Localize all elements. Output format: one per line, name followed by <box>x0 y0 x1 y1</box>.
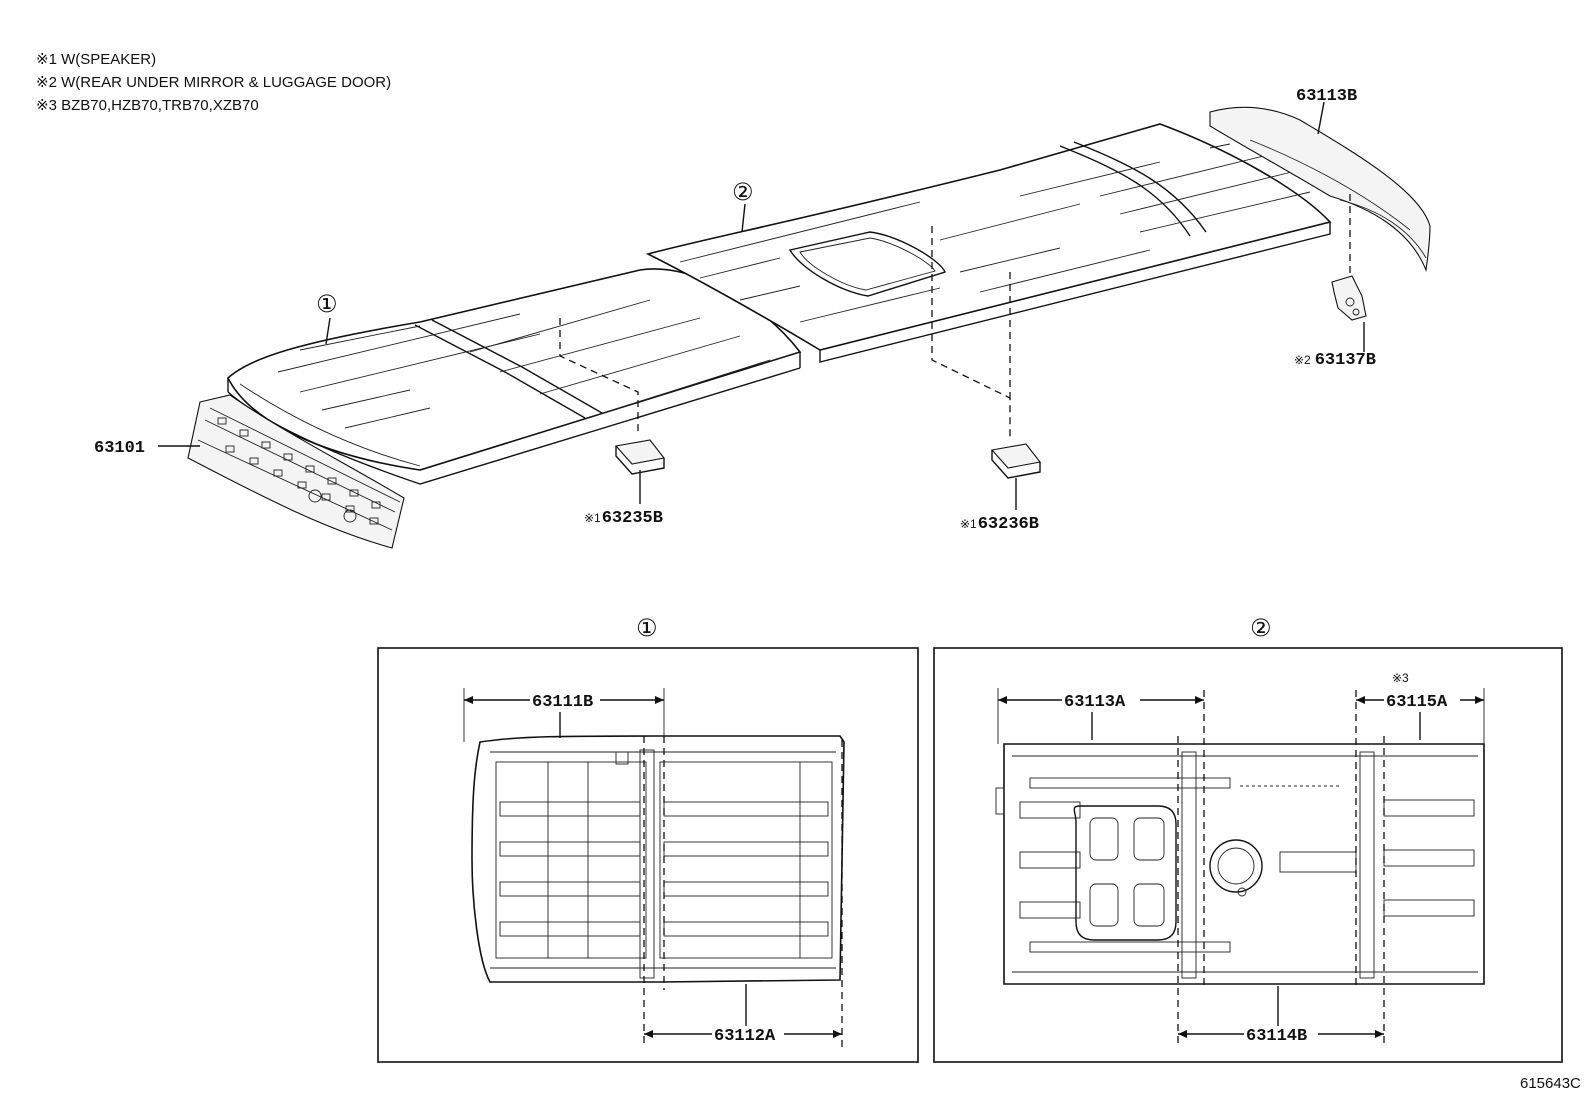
figure-code: 615643C <box>1520 1075 1581 1092</box>
exploded-roof-view <box>158 101 1431 549</box>
ref-mark-63115A: ※3 <box>1392 671 1409 685</box>
detail-2-title: ② <box>1250 614 1272 642</box>
speaker-bracket-63235B <box>614 439 665 475</box>
detail-1: ① 63111B 63112A <box>377 614 919 1063</box>
part-label-63113B: 63113B <box>1296 87 1357 106</box>
detail-2: ② 63113A <box>933 614 1563 1063</box>
ref-mark-63137B: ※2 <box>1294 353 1311 367</box>
part-label-63101: 63101 <box>94 439 145 458</box>
note-2-mark: ※2 <box>36 74 57 91</box>
note-2-text: W(REAR UNDER MIRROR & LUGGAGE DOOR) <box>57 74 391 91</box>
part-label-63112A: 63112A <box>714 1027 776 1046</box>
rear-roof-panel <box>645 123 1332 363</box>
callout-1: ① <box>316 290 338 318</box>
callout-2: ② <box>732 178 754 206</box>
speaker-bracket-63236B <box>990 443 1041 479</box>
note-1-mark: ※1 <box>36 51 57 68</box>
rear-bracket-63137B <box>1331 275 1367 321</box>
svg-text:※2 W(REAR UNDER MIRROR & LUGGA: ※2 W(REAR UNDER MIRROR & LUGGAGE DOOR) <box>36 74 391 91</box>
note-3-text: BZB70,HZB70,TRB70,XZB70 <box>57 97 259 114</box>
part-label-63114B: 63114B <box>1246 1027 1307 1046</box>
part-label-63113A: 63113A <box>1064 693 1126 712</box>
part-label-63111B: 63111B <box>532 693 593 712</box>
detail-1-frame <box>377 647 919 1063</box>
part-label-63236B: 63236B <box>978 515 1039 534</box>
part-label-63115A: 63115A <box>1386 693 1448 712</box>
note-3-mark: ※3 <box>36 97 57 114</box>
ref-mark-63236B: ※1 <box>960 517 977 531</box>
note-1-text: W(SPEAKER) <box>57 51 156 68</box>
notes-block: ※1 W(SPEAKER) ※2 W(REAR UNDER MIRROR & L… <box>36 51 391 114</box>
detail-1-title: ① <box>636 614 658 642</box>
svg-text:※163236B: ※163236B <box>960 515 1039 534</box>
ref-mark-63235B: ※1 <box>584 511 601 525</box>
svg-text:※3 BZB70,HZB70,TRB70,XZB70: ※3 BZB70,HZB70,TRB70,XZB70 <box>36 97 259 114</box>
detail-2-frame <box>933 647 1563 1063</box>
part-label-63235B: 63235B <box>602 509 663 528</box>
svg-text:※1 W(SPEAKER): ※1 W(SPEAKER) <box>36 51 156 68</box>
svg-text:※163235B: ※163235B <box>584 509 663 528</box>
front-header-panel <box>187 394 405 549</box>
rear-spoiler-panel <box>1209 106 1431 273</box>
part-label-63137B: 63137B <box>1315 351 1376 370</box>
